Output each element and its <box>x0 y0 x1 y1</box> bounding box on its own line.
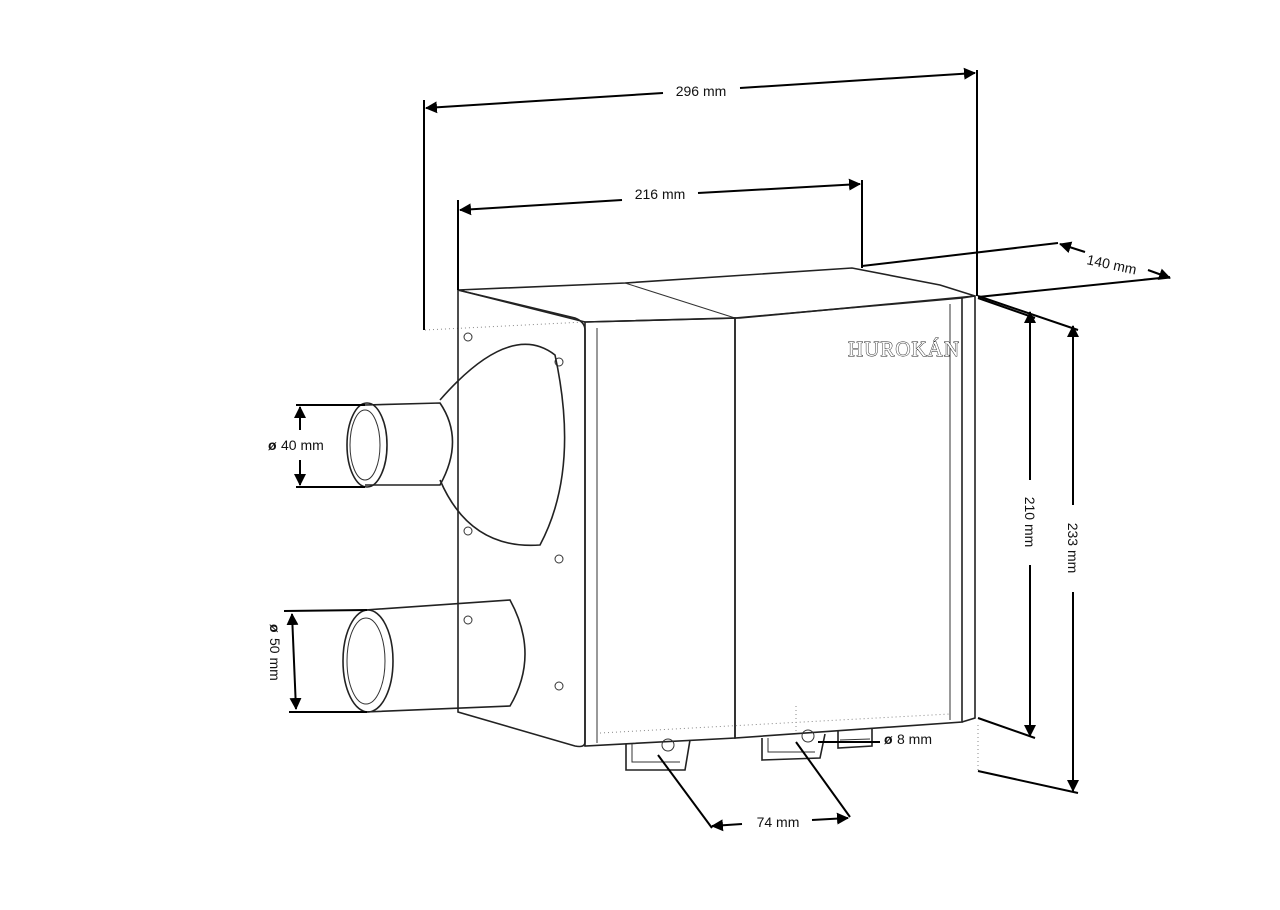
dimension-body-width: 216 mm <box>457 178 863 290</box>
dimension-body-height: 210 mm <box>977 297 1038 739</box>
bracket-left-inner <box>631 744 680 763</box>
upper-port <box>346 343 566 547</box>
bracket-right-inner <box>767 738 815 753</box>
extension-line <box>977 295 1079 331</box>
lower-port-opening <box>342 609 394 713</box>
extension-line <box>283 609 368 612</box>
dimension-mount-spacing: 74 mm <box>657 741 851 832</box>
extension-line <box>657 754 713 829</box>
screw-hole <box>463 332 473 342</box>
dimension-line <box>425 92 664 114</box>
bracket-right <box>761 733 826 761</box>
label-body-width: 216 mm <box>635 186 686 202</box>
dimension-depth: 140 mm <box>861 241 1171 298</box>
motor-dome <box>439 343 566 547</box>
dimension-overall-height: 233 mm <box>977 295 1081 794</box>
diameter-symbol: ø <box>268 437 277 453</box>
screw-hole <box>554 681 564 691</box>
label-cable: 8 mm <box>897 731 932 747</box>
label-depth: 140 mm <box>1085 251 1138 277</box>
diameter-symbol: ø <box>267 624 283 633</box>
label-lower-port: 50 mm <box>267 638 283 681</box>
label-overall-height: 233 mm <box>1065 523 1081 574</box>
dimension-line <box>286 613 302 710</box>
housing-right-flange <box>961 295 976 723</box>
diameter-symbol: ø <box>884 731 893 747</box>
label-body-height: 210 mm <box>1022 497 1038 548</box>
housing <box>424 267 976 748</box>
housing-front-left <box>584 317 736 747</box>
bracket-left <box>625 739 691 771</box>
bracket-right-hole <box>801 729 815 743</box>
dimension-overall-width: 296 mm <box>423 67 978 330</box>
lower-port <box>342 599 526 713</box>
bracket-left-hole <box>661 738 675 752</box>
screw-hole <box>554 554 564 564</box>
cable-gland <box>837 728 873 749</box>
bottom-hidden-edge <box>599 713 951 734</box>
cable-gland-ring <box>839 738 871 741</box>
dimension-line <box>711 819 743 832</box>
mounting-brackets <box>625 728 873 771</box>
upper-port-opening <box>346 402 388 488</box>
extension-line <box>977 717 1036 739</box>
label-mount-spacing: 74 mm <box>757 814 800 830</box>
housing-front-right <box>734 297 963 739</box>
dimension-line <box>739 67 976 89</box>
dimension-lower-port: ø 50 mm <box>267 609 368 713</box>
lower-port-inner <box>346 617 386 705</box>
lower-port-tube <box>364 599 526 713</box>
dimension-cable: ø 8 mm <box>818 731 932 747</box>
housing-top-face <box>457 267 976 323</box>
extension-line <box>861 242 1059 267</box>
label-overall-width: 296 mm <box>676 83 727 99</box>
extension-line <box>977 297 1036 319</box>
dimension-line <box>811 812 849 825</box>
dimension-upper-port: ø 40 mm <box>268 404 365 488</box>
brand-logo: HUROKÁN <box>848 337 960 361</box>
screw-hole <box>554 357 564 367</box>
screw-hole <box>463 526 473 536</box>
screw-hole <box>463 615 473 625</box>
extension-line <box>977 276 1171 298</box>
dimension-line <box>1147 268 1171 280</box>
top-seam <box>624 282 736 319</box>
dimension-line <box>1059 241 1086 254</box>
upper-port-tube <box>364 402 454 486</box>
extension-line <box>795 741 851 818</box>
dimension-line <box>459 199 623 216</box>
dimension-line <box>697 178 861 194</box>
extension-line <box>977 770 1079 794</box>
hidden-edge <box>424 321 586 331</box>
upper-port-inner <box>349 409 381 481</box>
label-upper-port: 40 mm <box>281 437 324 453</box>
